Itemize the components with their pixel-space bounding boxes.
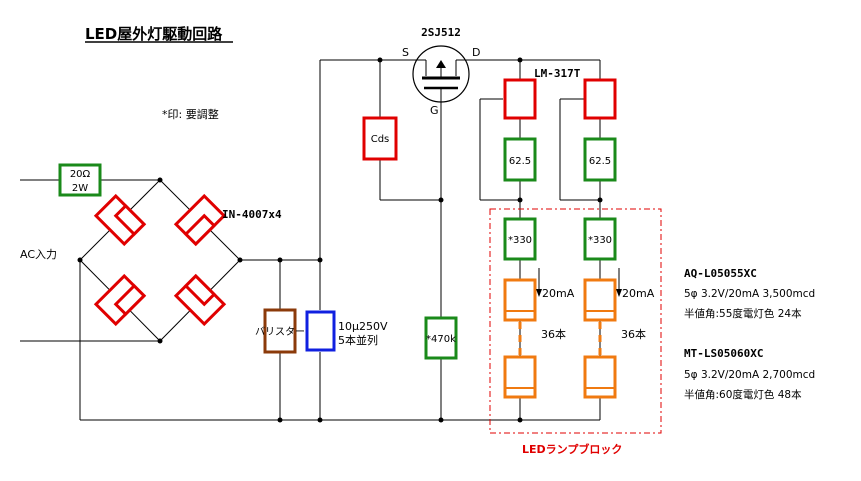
varistor: バリスター <box>255 308 305 354</box>
led-right-bottom <box>583 355 617 399</box>
diode-top-right <box>173 193 227 247</box>
fet-2sj512: 2SJ512 S D G <box>402 26 480 117</box>
r330-left-label: *330 <box>508 235 532 246</box>
fet-drain: D <box>472 46 480 59</box>
led-column-left: 62.5 *330 20mA 36本 <box>503 78 575 399</box>
resistor-330-right <box>583 217 617 261</box>
resistor-62-5-right <box>583 137 617 182</box>
capacitor-count: 5本並列 <box>338 333 378 347</box>
fet-gate: G <box>430 104 439 117</box>
led-specs: AQ-L05055XC 5φ 3.2V/20mA 3,500mcd 半値角:55… <box>684 267 815 401</box>
spec-1-line2: 半値角:55度電灯色 24本 <box>684 307 802 320</box>
capacitor-value: 10μ250V <box>338 320 388 333</box>
led-block-label: LEDランプブロック <box>522 442 622 456</box>
diode-label: IN-4007x4 <box>222 208 282 221</box>
resistor-330-left <box>503 217 537 261</box>
diode-bottom-left <box>93 273 147 327</box>
led-left-top <box>503 278 537 322</box>
spec-2-model: MT-LS05060XC <box>684 347 763 360</box>
varistor-label: バリスター <box>255 326 305 338</box>
current-right: 20mA <box>622 287 655 300</box>
r470-label: *470k <box>426 334 456 345</box>
count-left: 36本 <box>541 327 566 341</box>
page-title: LED屋外灯駆動回路 <box>85 25 223 43</box>
led-right-top <box>583 278 617 322</box>
resistor-470k: *470k <box>424 316 458 360</box>
regulator-label: LM-317T <box>534 67 581 80</box>
ac-input-label: AC入力 <box>20 248 57 261</box>
count-right: 36本 <box>621 327 646 341</box>
fuse-power: 2W <box>72 183 88 194</box>
regulator-right <box>583 78 617 120</box>
adjust-note: *印: 要調整 <box>162 107 219 121</box>
wires <box>20 59 601 421</box>
fet-name: 2SJ512 <box>421 26 461 39</box>
capacitor-bank: 10μ250V 5本並列 <box>305 310 388 352</box>
led-left-bottom <box>503 355 537 399</box>
bridge-diodes <box>93 193 227 327</box>
spec-1-model: AQ-L05055XC <box>684 267 757 280</box>
spec-2-line2: 半値角:60度電灯色 48本 <box>684 388 802 401</box>
diode-top-left <box>93 193 147 247</box>
current-left: 20mA <box>542 287 575 300</box>
fuse-resistor: 20Ω 2W <box>58 163 102 197</box>
fet-source: S <box>402 46 409 59</box>
resistor-62-5-left <box>503 137 537 182</box>
r625-right-label: 62.5 <box>589 156 611 167</box>
junction-dots <box>77 57 603 423</box>
regulator-left <box>503 78 537 120</box>
fuse-value: 20Ω <box>70 169 91 180</box>
cds-sensor: Cds <box>362 116 398 161</box>
r330-right-label: *330 <box>588 235 612 246</box>
r625-left-label: 62.5 <box>509 156 531 167</box>
spec-2-line1: 5φ 3.2V/20mA 2,700mcd <box>684 369 815 381</box>
cds-label: Cds <box>371 134 390 145</box>
led-block-outline <box>489 208 662 434</box>
spec-1-line1: 5φ 3.2V/20mA 3,500mcd <box>684 288 815 300</box>
diode-bottom-right <box>173 273 227 327</box>
led-column-right: 62.5 *330 20mA 36本 <box>583 78 655 399</box>
